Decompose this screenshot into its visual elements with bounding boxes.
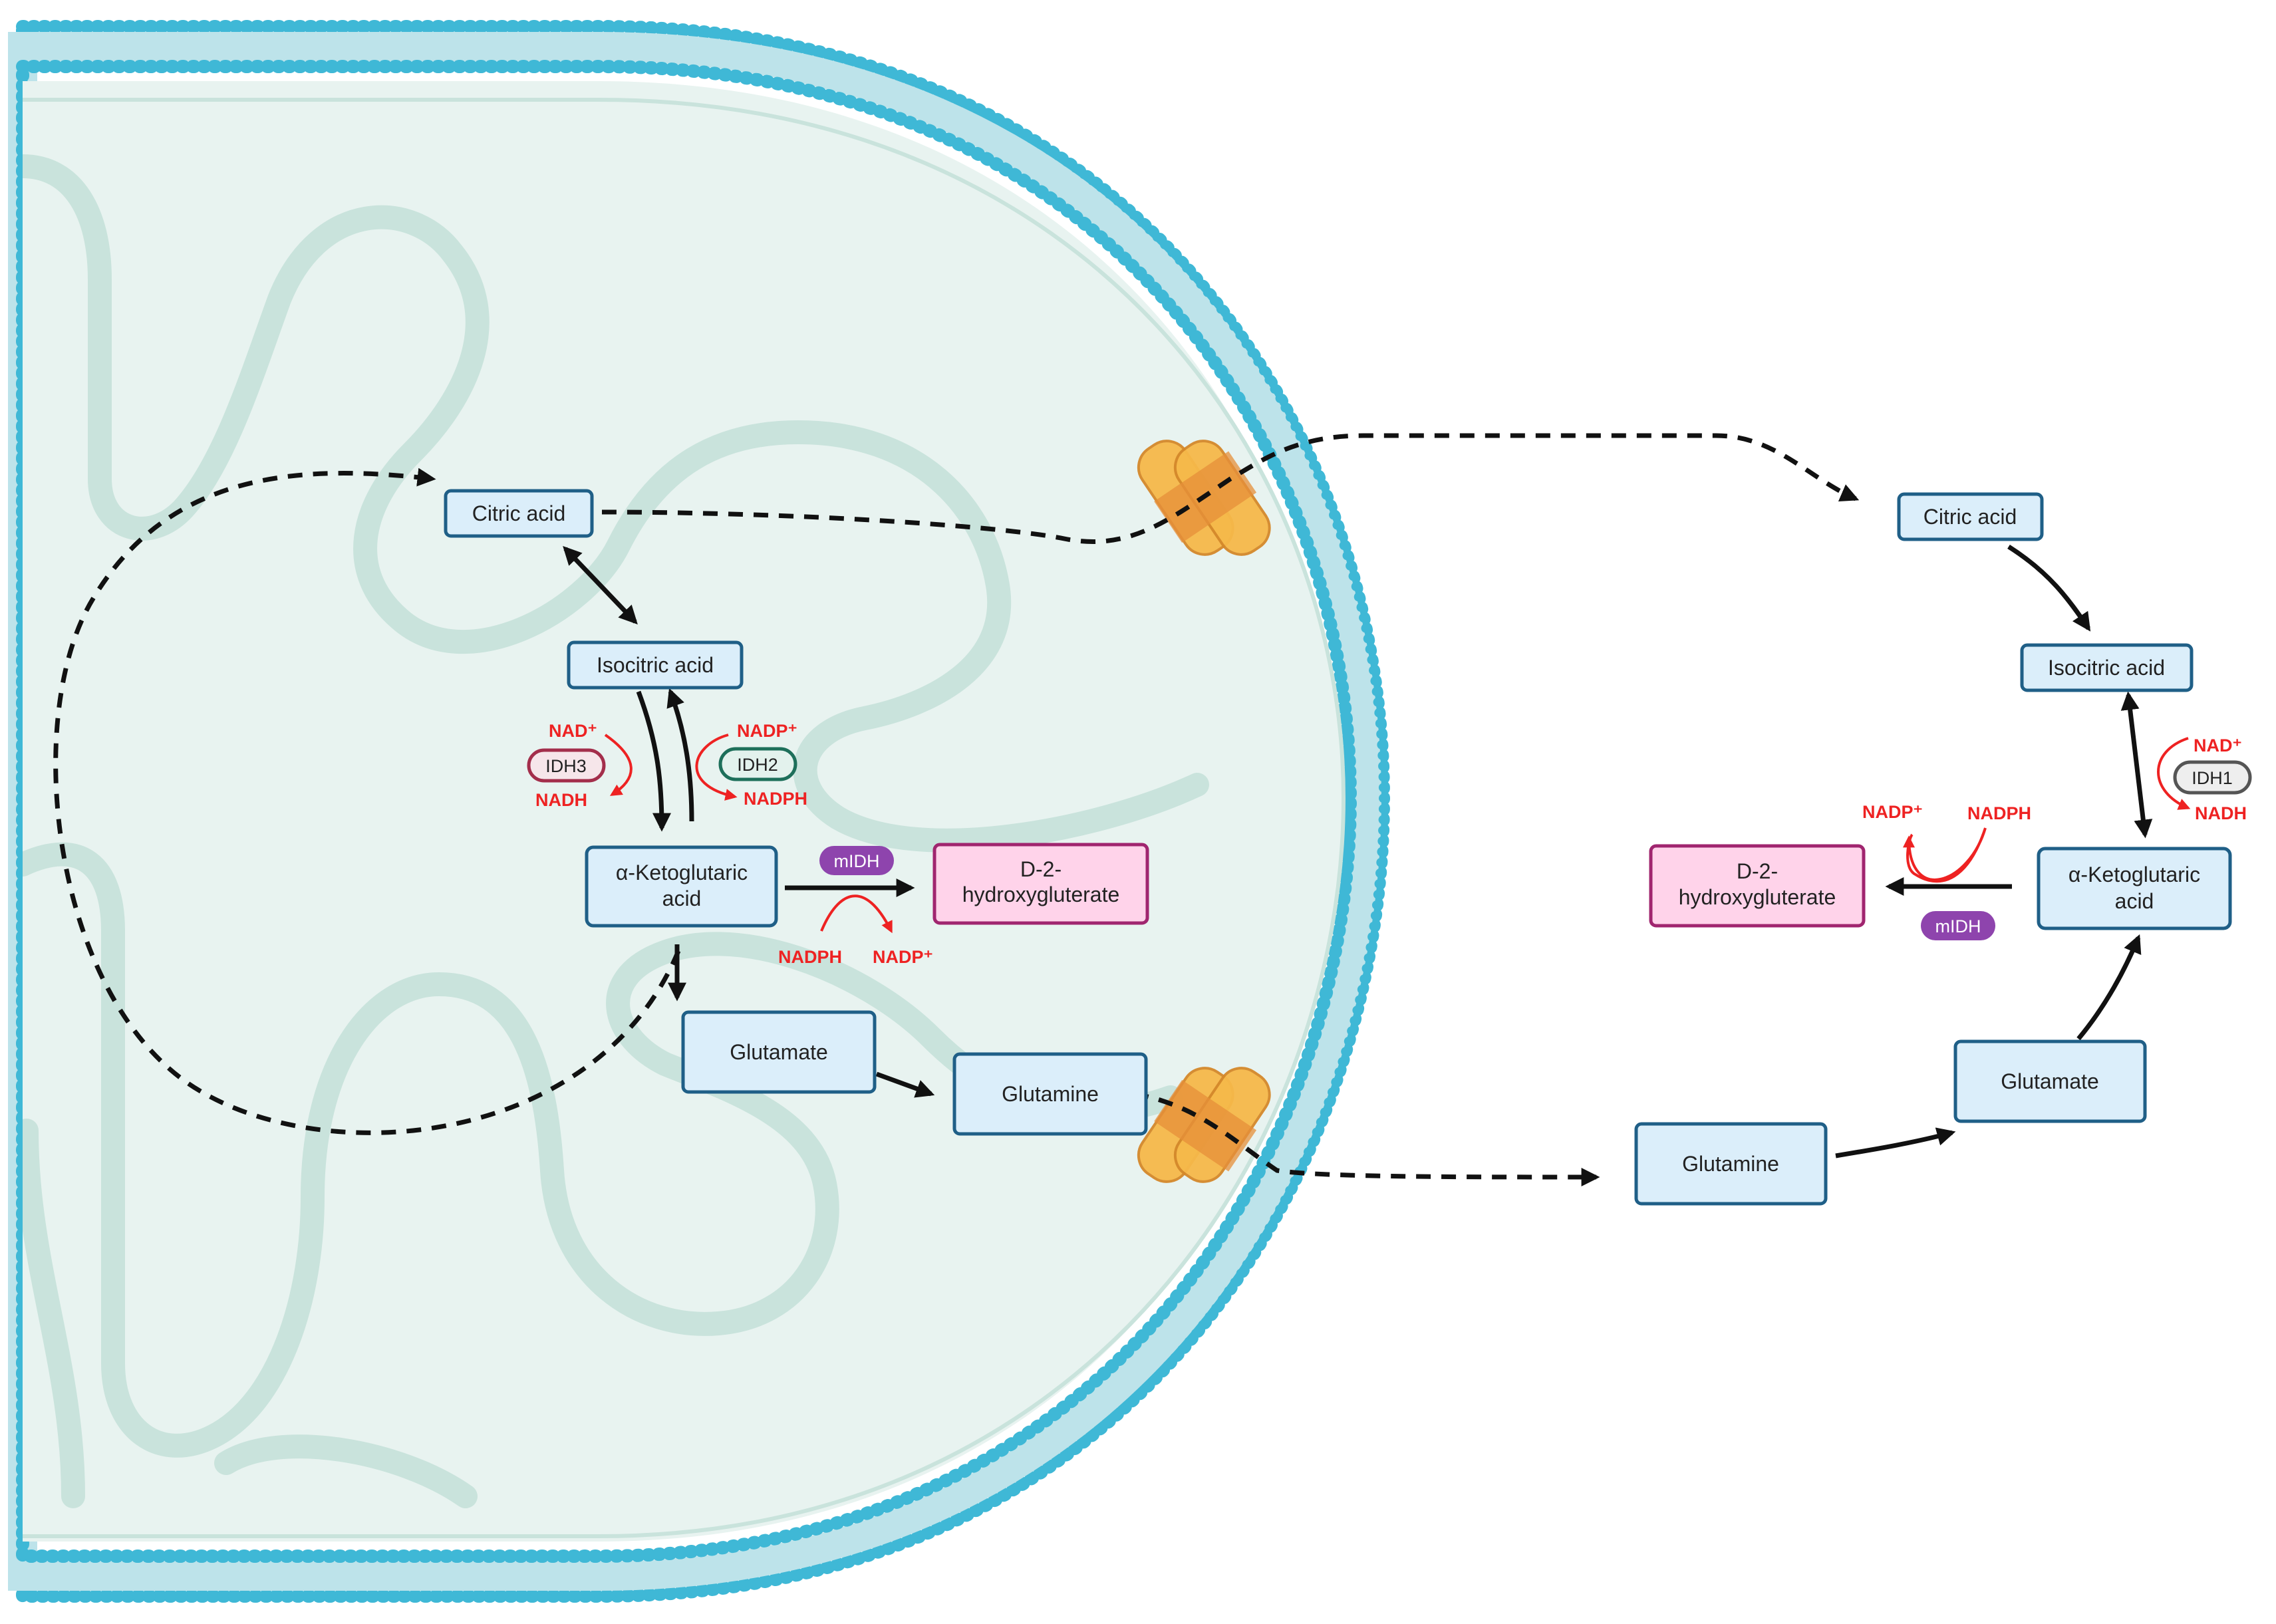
enzyme-idh2: IDH2 <box>718 747 797 781</box>
enzyme-idh1: IDH1 <box>2173 760 2252 795</box>
transporter-bottom <box>1137 1067 1271 1183</box>
enzyme-midh-mito: mIDH <box>819 846 894 875</box>
label-nadph: NADPH <box>744 789 807 809</box>
label-citric-acid: Citric acid <box>472 501 565 525</box>
arrow-cyt-glutamate-akg <box>2076 934 2142 1041</box>
label-isocitric-acid: Isocitric acid <box>597 653 714 677</box>
label-idh3: IDH3 <box>545 756 587 776</box>
label-akg-line2: acid <box>662 886 702 910</box>
dashed-citrate-export <box>601 433 1860 544</box>
inner-membrane-edge <box>23 98 1346 1538</box>
node-akg-mito: α-Ketoglutaric acid <box>585 845 778 928</box>
outer-membrane-inner-leaflet <box>16 60 1357 1563</box>
label-cyt-nad-plus: NAD⁺ <box>2194 736 2242 755</box>
label-d2hg-line2: hydroxygluterate <box>962 882 1120 906</box>
crista-1 <box>23 154 1209 853</box>
node-d2hg-cyt: D-2- hydroxygluterate <box>1649 844 1866 928</box>
label-cyt-glutamate: Glutamate <box>2001 1069 2099 1093</box>
node-citric-acid-cyt: Citric acid <box>1897 492 2044 541</box>
label-idh2: IDH2 <box>737 755 778 775</box>
label-akg-line1: α-Ketoglutaric <box>616 861 748 884</box>
arrow-akg-isocitrate-up <box>666 688 694 822</box>
label-idh1: IDH1 <box>2192 768 2233 788</box>
label-nadp-plus-midh: NADP⁺ <box>873 947 933 967</box>
label-cyt-isocitric-acid: Isocitric acid <box>2048 656 2165 680</box>
mitochondrion <box>8 20 1391 1603</box>
crista-4 <box>214 1434 478 1508</box>
label-nad-plus: NAD⁺ <box>549 721 597 741</box>
label-midh: mIDH <box>834 851 880 871</box>
node-glutamate-cyt: Glutamate <box>1953 1039 2147 1123</box>
label-cyt-d2hg-line1: D-2- <box>1737 859 1778 883</box>
arrow-citrate-isocitrate <box>563 545 638 625</box>
label-d2hg-line1: D-2- <box>1020 857 1062 881</box>
red-arrow-midh <box>820 894 893 934</box>
red-arrow-idh1 <box>2157 737 2191 810</box>
label-cyt-nadp-plus: NADP⁺ <box>1862 802 1923 822</box>
label-cyt-d2hg-line2: hydroxygluterate <box>1679 885 1836 909</box>
label-cyt-nadh: NADH <box>2195 803 2247 823</box>
node-glutamine-mito: Glutamine <box>952 1052 1148 1136</box>
arrow-cyt-akg-isocitrate <box>2120 691 2153 839</box>
outer-membrane-outer-dots <box>18 22 1389 1601</box>
red-arrow-idh3 <box>604 734 633 796</box>
node-citric-acid-mito: Citric acid <box>444 489 594 538</box>
arrow-cyt-citrate-isocitrate <box>2007 545 2091 632</box>
label-cyt-glutamine: Glutamine <box>1682 1152 1779 1176</box>
red-arrow-cyt-midh <box>1908 828 1987 883</box>
arrow-cyt-glutamine-glutamate <box>1835 1127 1956 1158</box>
node-isocitric-acid-cyt: Isocitric acid <box>2020 643 2194 692</box>
crista-2 <box>23 842 1183 1458</box>
node-glutamine-cyt: Glutamine <box>1634 1122 1828 1206</box>
node-isocitric-acid-mito: Isocitric acid <box>567 640 744 690</box>
label-nadh: NADH <box>535 790 587 810</box>
label-nadp-plus: NADP⁺ <box>737 721 797 741</box>
label-nadph-midh: NADPH <box>778 947 842 967</box>
crista-3 <box>23 1119 85 1508</box>
red-arrow-idh2 <box>695 734 738 801</box>
node-glutamate-mito: Glutamate <box>681 1010 877 1094</box>
enzyme-idh3: IDH3 <box>527 748 606 783</box>
label-cyt-nadph: NADPH <box>1967 803 2031 823</box>
node-akg-cyt: α-Ketoglutaric acid <box>2037 847 2232 930</box>
arrow-isocitrate-akg-down <box>636 690 671 832</box>
label-cyt-citric-acid: Citric acid <box>1923 505 2017 529</box>
arrow-glutamate-glutamine <box>875 1071 935 1098</box>
dashed-cycle-arrow <box>53 468 681 1135</box>
label-glutamine: Glutamine <box>1002 1082 1099 1106</box>
label-cyt-akg-line1: α-Ketoglutaric <box>2068 863 2200 886</box>
label-cyt-akg-line2: acid <box>2115 889 2154 913</box>
label-glutamate: Glutamate <box>730 1040 828 1064</box>
dashed-glutamine-export <box>1133 1091 1600 1186</box>
label-cyt-midh: mIDH <box>1935 916 1981 936</box>
outer-membrane-tails <box>8 32 1382 1591</box>
enzyme-midh-cyt: mIDH <box>1921 911 1995 940</box>
node-d2hg-mito: D-2- hydroxygluterate <box>932 843 1149 925</box>
